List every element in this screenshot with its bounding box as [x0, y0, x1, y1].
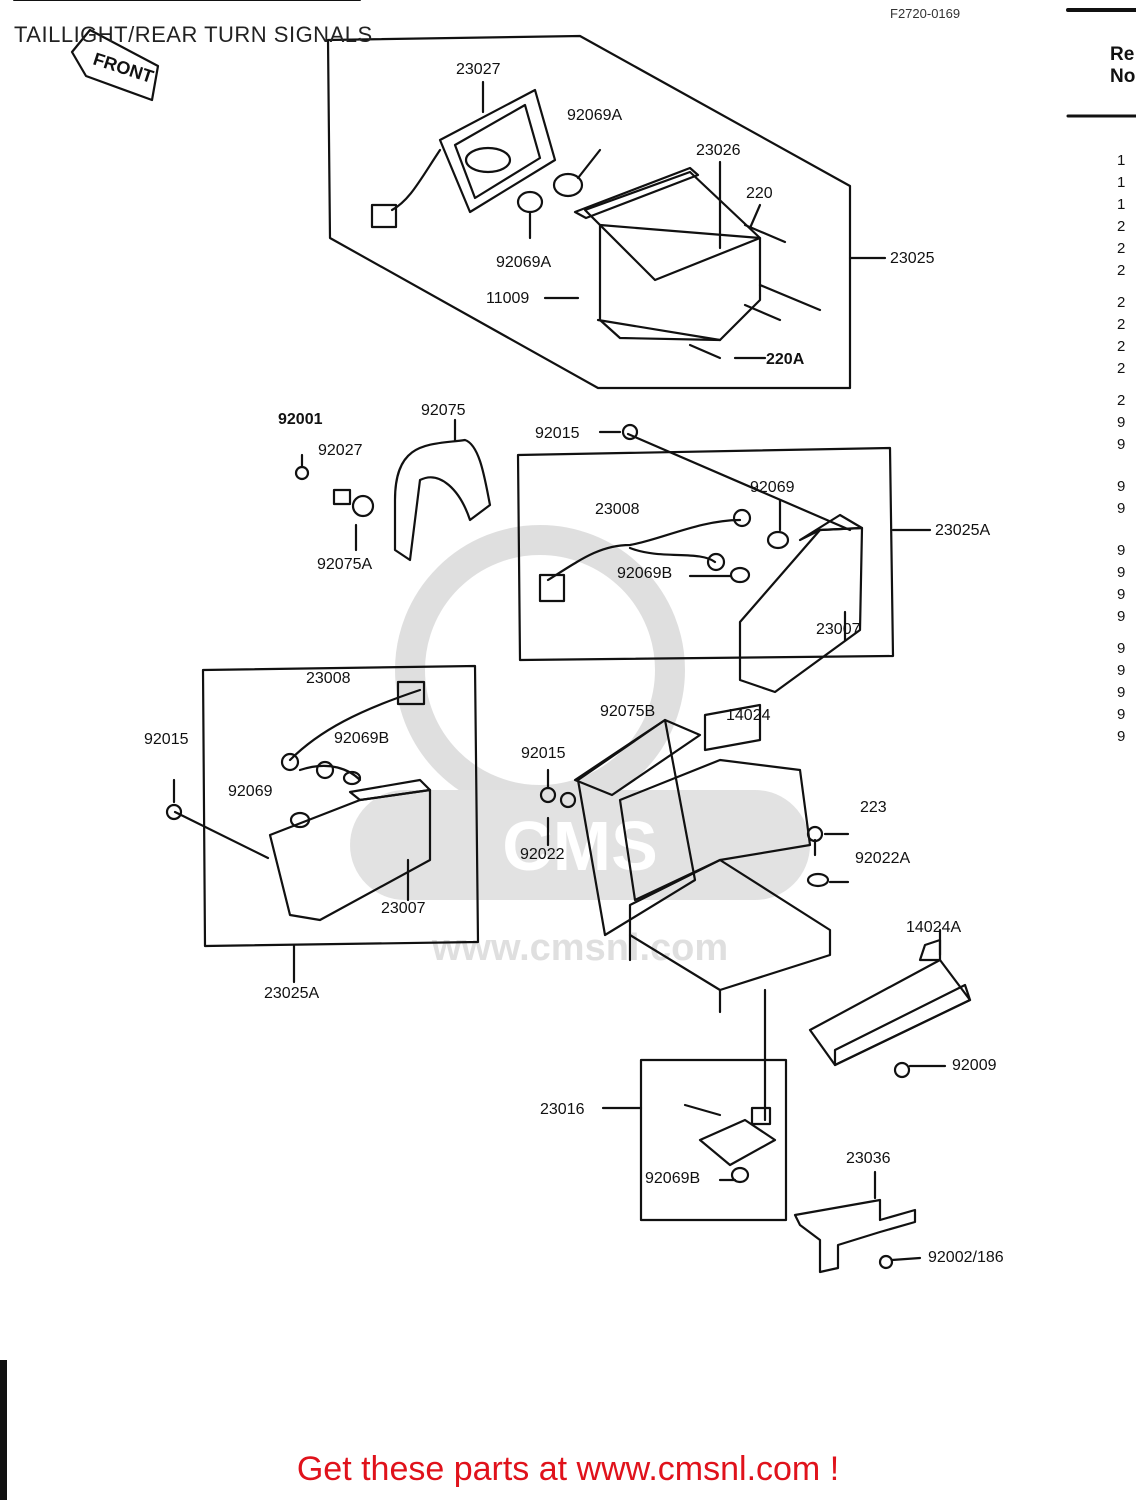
ref-row[interactable]: 1: [1117, 174, 1126, 191]
left-signal-group-frame: [201, 664, 480, 948]
washer-92022A: [806, 872, 850, 888]
ref-row[interactable]: 9: [1117, 684, 1126, 701]
part-label-92002-186[interactable]: 92002/186: [928, 1249, 1004, 1266]
bolt-223: [806, 825, 850, 857]
ref-row[interactable]: 9: [1117, 500, 1126, 517]
ref-row[interactable]: 9: [1117, 414, 1126, 431]
ref-row[interactable]: 9: [1117, 586, 1126, 603]
part-label-220A[interactable]: 220A: [766, 351, 805, 368]
part-label-14024A[interactable]: 14024A: [906, 919, 962, 936]
license-lamp-23016: [601, 1103, 777, 1184]
part-label-23008-a[interactable]: 23008: [595, 501, 640, 518]
part-label-92075A[interactable]: 92075A: [317, 556, 373, 573]
ref-row[interactable]: 9: [1117, 728, 1126, 745]
part-label-92001[interactable]: 92001: [278, 411, 323, 428]
license-lamp-frame: [639, 1058, 788, 1222]
ref-row[interactable]: 2: [1117, 218, 1126, 235]
ref-row[interactable]: 2: [1117, 338, 1126, 355]
ref-row[interactable]: 9: [1117, 436, 1126, 453]
part-label-220[interactable]: 220: [746, 185, 773, 202]
part-label-92009[interactable]: 92009: [952, 1057, 997, 1074]
ref-row[interactable]: 2: [1117, 240, 1126, 257]
right-signal-group-frame: [516, 446, 895, 662]
ref-row[interactable]: 1: [1117, 196, 1126, 213]
part-label-23025[interactable]: 23025: [890, 250, 935, 267]
diagram-code: F2720-0169: [890, 6, 961, 21]
part-label-23007-a[interactable]: 23007: [816, 621, 861, 638]
ref-row[interactable]: 9: [1117, 608, 1126, 625]
ref-row[interactable]: 2: [1117, 294, 1126, 311]
part-label-92069A-top[interactable]: 92069A: [567, 107, 623, 124]
page-title: TAILLIGHT/REAR TURN SIGNALS: [14, 22, 373, 47]
lens-housing-23026: [573, 160, 762, 342]
mounting-bracket-23036: [793, 1170, 922, 1274]
part-label-92015-c[interactable]: 92015: [521, 745, 566, 762]
ref-row[interactable]: 2: [1117, 262, 1126, 279]
bulb-92069A: [516, 148, 602, 240]
part-label-23027[interactable]: 23027: [456, 61, 501, 78]
left-turn-signal-23007: [165, 680, 432, 922]
part-label-223[interactable]: 223: [860, 799, 887, 816]
reflector-bracket-14024A: [808, 928, 972, 1079]
part-label-92069A-bottom[interactable]: 92069A: [496, 254, 552, 271]
part-label-92075B[interactable]: 92075B: [600, 703, 656, 720]
part-label-14024[interactable]: 14024: [726, 707, 771, 724]
screw-220: [743, 203, 787, 244]
left-edge-bar: [0, 1360, 7, 1500]
ref-header-line-2: No: [1110, 66, 1136, 87]
ref-row[interactable]: 9: [1117, 640, 1126, 657]
part-label-92022A[interactable]: 92022A: [855, 850, 911, 867]
part-label-23008-b[interactable]: 23008: [306, 670, 351, 687]
ref-row[interactable]: 2: [1117, 392, 1126, 409]
ref-row[interactable]: 1: [1117, 152, 1126, 169]
part-label-92015-a[interactable]: 92015: [535, 425, 580, 442]
part-label-92069B-b[interactable]: 92069B: [334, 730, 390, 747]
part-label-92069B-c[interactable]: 92069B: [645, 1170, 701, 1187]
part-label-23036[interactable]: 23036: [846, 1150, 891, 1167]
ref-no-header: Re No: [1110, 44, 1136, 88]
socket-plate-23027: [370, 80, 557, 229]
ref-row[interactable]: 9: [1117, 564, 1126, 581]
taillight-group-frame: [326, 34, 852, 390]
bracket-92075: [294, 418, 492, 562]
ref-row[interactable]: 9: [1117, 662, 1126, 679]
ref-row[interactable]: 9: [1117, 542, 1126, 559]
part-label-92027[interactable]: 92027: [318, 442, 363, 459]
part-label-92015-b[interactable]: 92015: [144, 731, 189, 748]
part-label-23025A-left[interactable]: 23025A: [264, 985, 320, 1002]
part-label-92075[interactable]: 92075: [421, 402, 466, 419]
part-label-92022[interactable]: 92022: [520, 846, 565, 863]
watermark-url: www.cmsnl.com: [431, 927, 728, 969]
part-label-92069-b[interactable]: 92069: [228, 783, 273, 800]
ref-no-list: 1 1 1 2 2 2 2 2 2 2 2 9 9 9 9 9 9 9 9 9 …: [1117, 150, 1136, 748]
part-label-23025A-right[interactable]: 23025A: [935, 522, 991, 539]
ref-row[interactable]: 9: [1117, 478, 1126, 495]
screw-220A: [688, 283, 822, 360]
part-label-92069B-a[interactable]: 92069B: [617, 565, 673, 582]
part-label-23007-b[interactable]: 23007: [381, 900, 426, 917]
part-label-23026[interactable]: 23026: [696, 142, 741, 159]
ref-row[interactable]: 2: [1117, 316, 1126, 333]
part-label-92069[interactable]: 92069: [750, 479, 795, 496]
license-bracket-14024: [539, 703, 832, 1122]
right-turn-signal-23007: [538, 423, 864, 694]
cta-link[interactable]: Get these parts at www.cmsnl.com !: [296, 1450, 840, 1488]
part-label-23016[interactable]: 23016: [540, 1101, 585, 1118]
ref-row[interactable]: 2: [1117, 360, 1126, 377]
ref-header-line-1: Re: [1110, 44, 1135, 65]
part-label-11009[interactable]: 11009: [486, 290, 530, 307]
ref-row[interactable]: 9: [1117, 706, 1126, 723]
